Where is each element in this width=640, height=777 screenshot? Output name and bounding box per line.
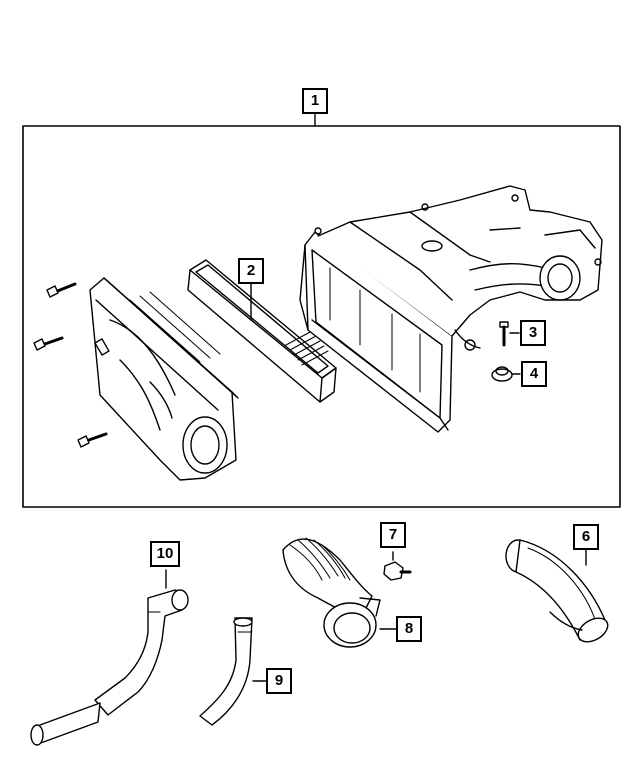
screw-mid-left — [33, 336, 64, 351]
air-cleaner-housing — [299, 185, 603, 433]
screw-bottom-left — [77, 432, 108, 448]
screw-top-left — [46, 282, 77, 298]
assembly-frame — [22, 125, 621, 508]
hose-part-9 — [199, 617, 267, 726]
pushpin-part-7 — [383, 551, 412, 581]
callout-7: 7 — [380, 522, 406, 548]
callout-10: 10 — [150, 541, 180, 567]
air-cleaner-cover — [89, 277, 239, 481]
callout-8: 8 — [396, 616, 422, 642]
callout-3: 3 — [520, 320, 546, 346]
callout-2: 2 — [238, 258, 264, 284]
callout-4: 4 — [521, 361, 547, 387]
callout-6: 6 — [573, 524, 599, 550]
pcv-tube-part-10 — [30, 569, 189, 746]
callout-1: 1 — [302, 88, 328, 114]
elbow-duct-part-6 — [505, 539, 609, 643]
grommet-part-4 — [491, 366, 521, 382]
callout-9: 9 — [266, 668, 292, 694]
air-inlet-bellows-part-8 — [282, 537, 397, 648]
air-filter — [187, 259, 337, 403]
bolt-part-3 — [499, 321, 520, 347]
